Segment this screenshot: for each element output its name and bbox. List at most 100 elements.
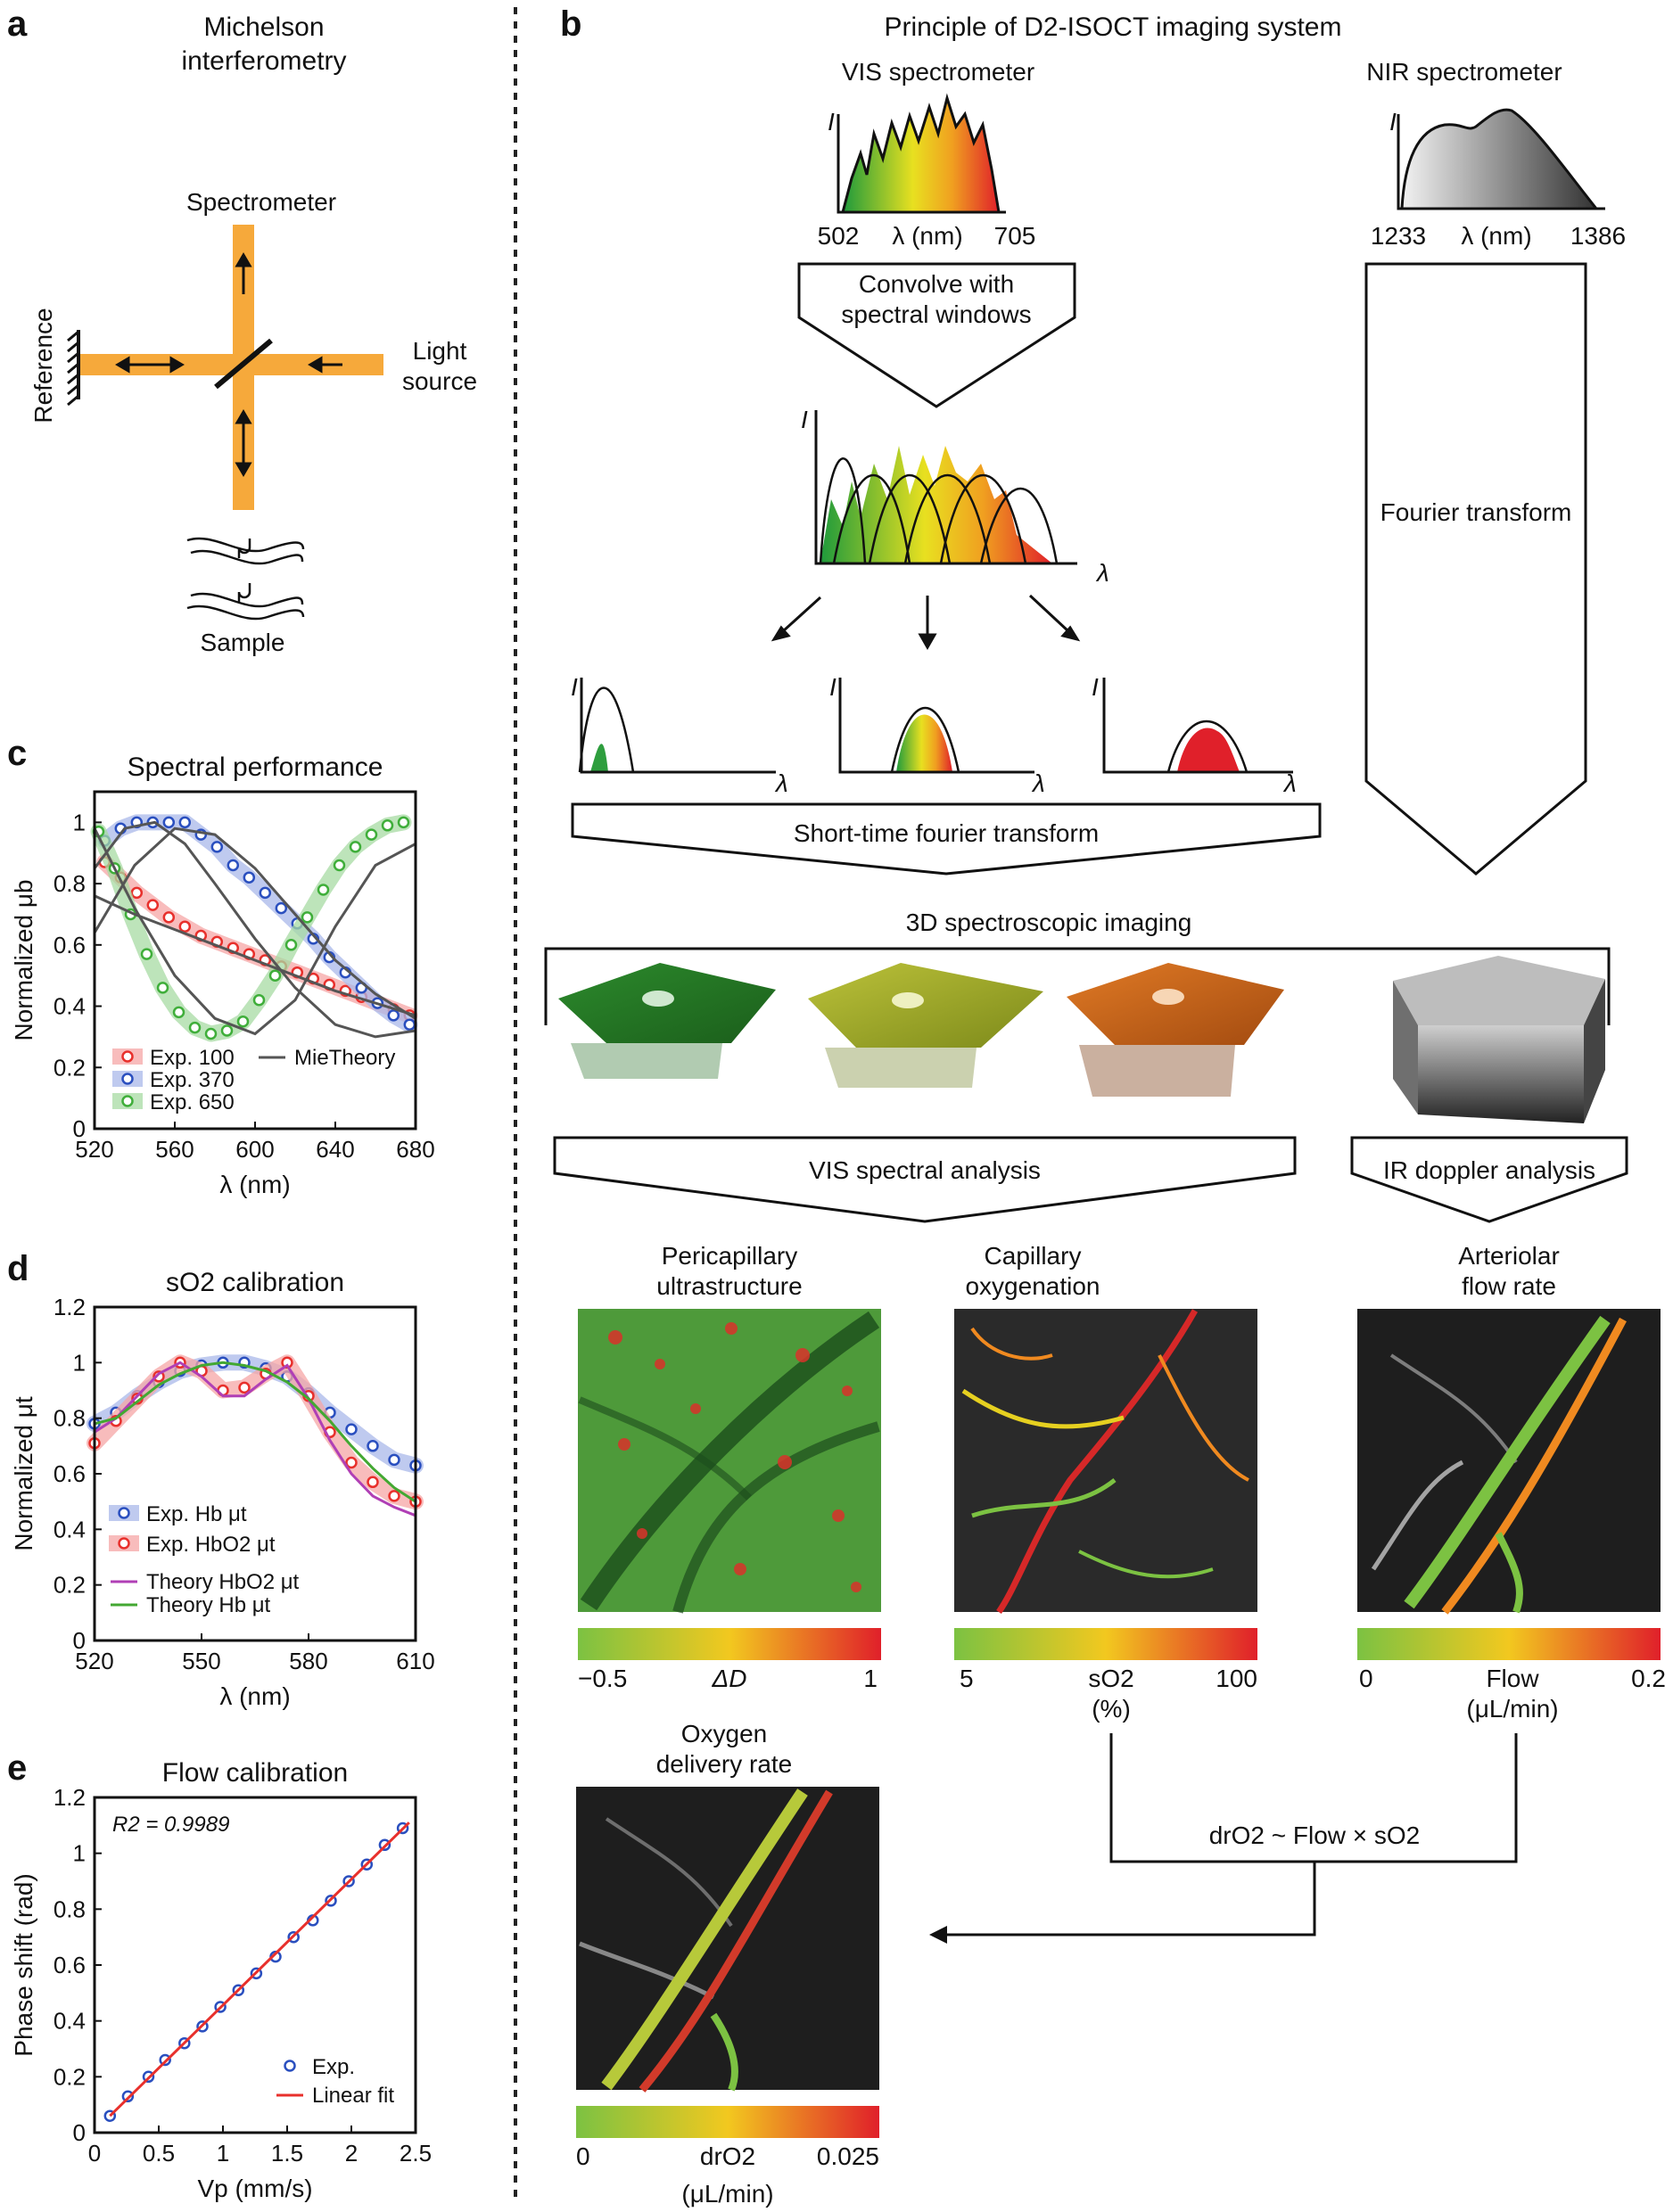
chart-c-xlabel: λ (nm): [219, 1171, 290, 1198]
chart-d-ytick-label: 0.6: [54, 1460, 86, 1487]
chart-d-point: [388, 1490, 400, 1502]
chart-e-ytick-label: 0: [73, 2119, 86, 2146]
panel-label-d: d: [7, 1249, 29, 1288]
volume-grayscale: [1393, 956, 1605, 1123]
chart-d-xtick-label: 580: [289, 1648, 327, 1674]
chart-d-series-3-line-0: [94, 1361, 416, 1503]
vis-spectrometer-title: VIS spectrometer: [842, 58, 1034, 86]
chart-e-title: Flow calibration: [162, 1758, 348, 1788]
chart-e-ytick-label: 0.2: [54, 2063, 86, 2090]
volume-yellow: [808, 963, 1043, 1088]
chart-c-ytick-label: 0.2: [54, 1054, 86, 1081]
chart-c-point: [140, 948, 153, 960]
chart-c-point: [387, 1009, 400, 1022]
chart-e-ylabel: Phase shift (rad): [10, 1873, 37, 2056]
vis-spectrum-shape: [841, 93, 1001, 214]
chart-d-xtick-label: 520: [75, 1648, 113, 1674]
chart-d-series-2-line-0: [94, 1361, 416, 1517]
chart-d-title: sO2 calibration: [166, 1268, 344, 1297]
formula-arrowhead: [929, 1926, 947, 1944]
chart-c-legend-label: MieTheory: [294, 1046, 395, 1070]
chart-c-point: [252, 993, 266, 1007]
chart-c-legend-label: Exp. 100: [150, 1046, 235, 1070]
fourier-box: [1364, 262, 1587, 876]
chart-c-ytick-label: 0.8: [54, 870, 86, 897]
ir-analysis-box: [1350, 1136, 1628, 1223]
michelson-title-line2: interferometry: [181, 46, 346, 76]
chart-d-ytick-label: 1.2: [54, 1294, 86, 1320]
cb1-max: 1: [863, 1665, 878, 1692]
map3-title-line1: Arteriolar: [1458, 1242, 1560, 1270]
chart-c-point: [365, 828, 378, 841]
panel-a: a Michelson interferometry Spectrometer …: [7, 4, 477, 656]
chart-d-point: [345, 1456, 358, 1469]
chart-c-legend-marker: [121, 1095, 134, 1107]
chart-e-ytick-label: 0.8: [54, 1895, 86, 1922]
chart-c-point: [397, 816, 410, 829]
chart-c-ytick-label: 0.6: [54, 932, 86, 958]
chart-d-xtick-label: 550: [182, 1648, 220, 1674]
chart-e-series-1-line-0: [109, 1821, 410, 2117]
chart-c-point: [172, 1006, 185, 1019]
nir-intensity-label: I: [1389, 108, 1397, 136]
panel-label-b: b: [560, 4, 581, 44]
map4-title-line1: Oxygen: [681, 1720, 768, 1747]
stft-box: [571, 802, 1322, 876]
map4-title-line2: delivery rate: [656, 1750, 793, 1778]
small-window-red: I λ: [1092, 673, 1297, 797]
vis-lambda-label: λ (nm): [892, 222, 962, 250]
chart-c-point: [275, 901, 288, 915]
chart-d-xtick-label: 610: [396, 1648, 434, 1674]
map1-title-line2: ultrastructure: [656, 1272, 802, 1300]
light-source-line2: source: [402, 367, 477, 395]
nir-min-label: 1233: [1371, 222, 1426, 250]
chart-e-xtick-label: 2: [345, 2140, 358, 2167]
chart-c-series-3-line-3: [94, 894, 416, 1017]
nir-max-label: 1386: [1570, 222, 1626, 250]
chart-d-point: [152, 1370, 165, 1383]
chart-c-point: [236, 1015, 250, 1028]
spectrometer-label: Spectrometer: [186, 188, 336, 216]
cb3-unit: (μL/min): [1466, 1695, 1558, 1723]
chart-c-point: [162, 816, 176, 829]
chart-d-legend-marker: [118, 1537, 130, 1550]
fourier-label: Fourier transform: [1380, 498, 1572, 526]
chart-c-point: [227, 859, 240, 872]
cb2-label: sO2: [1088, 1665, 1133, 1692]
panel-label-e: e: [7, 1748, 27, 1788]
vis-intensity-label: I: [828, 108, 835, 136]
nir-lambda-label: λ (nm): [1461, 222, 1531, 250]
windowed-intensity: I: [801, 406, 808, 433]
cb3-label: Flow: [1486, 1665, 1539, 1692]
windowed-lambda: λ: [1095, 559, 1109, 587]
chart-c-xtick-label: 560: [155, 1136, 194, 1163]
chart-c-point: [178, 920, 192, 933]
chart-d-ytick-label: 1: [73, 1349, 86, 1376]
chart-d-ytick-label: 0: [73, 1627, 86, 1654]
cb2-unit: (%): [1092, 1695, 1131, 1723]
chart-c-xtick-label: 640: [316, 1136, 354, 1163]
map2-title-line2: oxygenation: [965, 1272, 1100, 1300]
map-oxygen-delivery: [576, 1787, 879, 2093]
chart-c-point: [381, 819, 394, 832]
spectral-windows: [819, 457, 1059, 564]
chart-d-ytick-label: 0.8: [54, 1405, 86, 1432]
vis-analysis-box: [553, 1136, 1297, 1223]
chart-c-point: [243, 871, 256, 884]
small-window-yellow-intensity: I: [829, 673, 836, 701]
cb4-min: 0: [576, 2142, 590, 2170]
small-window-yellow: I λ: [829, 673, 1045, 797]
chart-c-series-3-line-0: [93, 826, 416, 1020]
chart-e-legend-marker: [284, 2060, 296, 2072]
chart-c-point: [146, 899, 160, 911]
chart-c-point: [178, 816, 192, 829]
cb3-min: 0: [1359, 1665, 1373, 1692]
nir-spectrometer-title: NIR spectrometer: [1366, 58, 1562, 86]
sample-label: Sample: [201, 629, 285, 656]
chart-c-legend-label: Exp. 650: [150, 1090, 235, 1114]
cb1-label: ΔD: [711, 1665, 746, 1692]
map3-title-line2: flow rate: [1462, 1272, 1556, 1300]
chart-d-point: [345, 1423, 358, 1435]
